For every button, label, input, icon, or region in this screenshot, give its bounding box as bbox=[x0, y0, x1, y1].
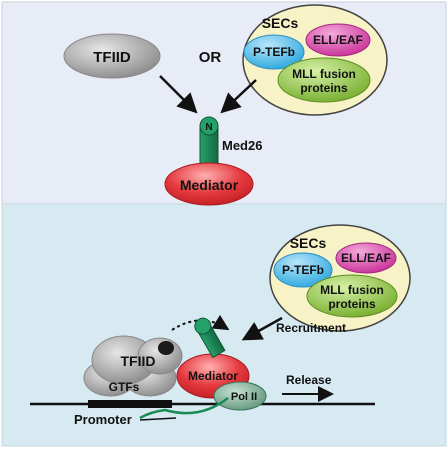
arrow-tfiid-to-med26 bbox=[159, 75, 198, 114]
recruitment-label: Recruitment bbox=[276, 321, 346, 335]
mll-label-line2-top: proteins bbox=[300, 81, 348, 95]
ell-eaf-label-bottom: ELL/EAF bbox=[341, 251, 391, 265]
ptefb-label-bottom: P-TEFb bbox=[282, 263, 324, 277]
ell-eaf-label-top: ELL/EAF bbox=[313, 33, 363, 47]
ptefb-ellipse-bottom bbox=[273, 252, 333, 288]
gtfs-label: GTFs bbox=[109, 380, 140, 394]
mll-fusion-ellipse-bottom bbox=[306, 274, 398, 318]
mll-label-line1-top: MLL fusion bbox=[292, 67, 356, 81]
mediator-label-bottom: Mediator bbox=[188, 369, 238, 383]
med26-label: Med26 bbox=[222, 138, 262, 153]
arrow-secs-to-med26 bbox=[220, 79, 257, 114]
secs-title-bottom: SECs bbox=[290, 235, 327, 251]
ptefb-ellipse-top bbox=[243, 34, 305, 70]
ell-eaf-ellipse-top bbox=[305, 23, 371, 57]
promoter-label: Promoter bbox=[74, 412, 132, 427]
arrow-recruitment bbox=[241, 316, 283, 341]
mediator-label-top: Mediator bbox=[180, 177, 239, 193]
pol2-ellipse bbox=[213, 381, 267, 411]
tfiid-gtfs-cluster bbox=[83, 335, 183, 397]
pol2-label: Pol II bbox=[231, 391, 257, 403]
tfiid-ellipse bbox=[63, 33, 161, 79]
ell-eaf-ellipse-bottom bbox=[335, 242, 397, 274]
or-label: OR bbox=[199, 49, 222, 66]
mll-label-line1-bottom: MLL fusion bbox=[320, 283, 384, 297]
med26-bottom bbox=[194, 317, 226, 359]
mediator-ellipse-top bbox=[164, 162, 254, 206]
secs-title-top: SECs bbox=[262, 15, 299, 31]
tfiid-label: TFIID bbox=[93, 49, 131, 66]
tfiid-label-bottom: TFIID bbox=[121, 353, 156, 369]
mll-label-line2-bottom: proteins bbox=[328, 297, 376, 311]
med26-n-terminus-top bbox=[199, 116, 219, 136]
promoter-pointer bbox=[139, 417, 177, 421]
release-label: Release bbox=[286, 373, 332, 387]
promoter-region bbox=[88, 400, 172, 408]
mll-fusion-ellipse-top bbox=[277, 57, 371, 103]
n-terminus-label: N bbox=[205, 122, 212, 133]
ptefb-label-top: P-TEFb bbox=[253, 45, 295, 59]
nascent-rna bbox=[139, 397, 229, 420]
